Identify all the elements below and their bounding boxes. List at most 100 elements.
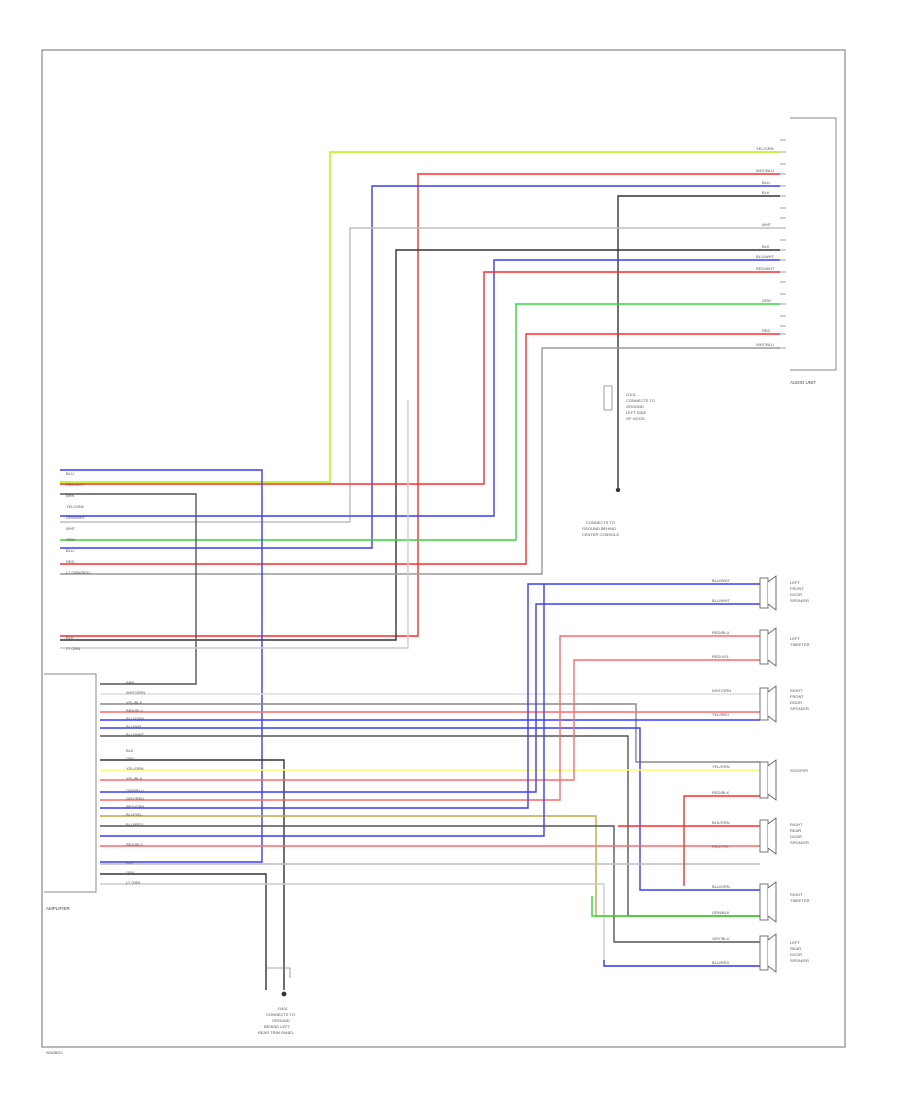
wire-brown-left-feed bbox=[60, 493, 197, 685]
speaker-label: FRONT bbox=[790, 586, 804, 591]
wire-label: GRN bbox=[762, 298, 771, 303]
wire-label: RED/WHT bbox=[756, 266, 775, 271]
speaker-label: REAR bbox=[790, 828, 801, 833]
speaker-left-front-door bbox=[759, 575, 777, 611]
chassis-note-line: CENTER CONSOLE bbox=[582, 532, 619, 537]
ground-bottom-line: REAR TRIM PANEL bbox=[258, 1030, 295, 1035]
wire-amp-5 bbox=[100, 727, 760, 891]
speaker-label: LEFT bbox=[790, 580, 800, 585]
wire-red-top bbox=[60, 173, 780, 637]
speaker-left-rear-door bbox=[759, 933, 777, 973]
wire-amp-12 bbox=[100, 583, 760, 809]
wire-amp-7 bbox=[100, 759, 285, 990]
speaker-label: SPEAKER bbox=[790, 840, 809, 845]
wire-label: RED/BLU bbox=[712, 630, 729, 635]
wire-label: BLK bbox=[762, 190, 770, 195]
wire-label: GRN/WHT bbox=[66, 515, 86, 520]
speaker-right-front-door bbox=[759, 685, 777, 723]
speaker-label: SPEAKER bbox=[790, 598, 809, 603]
right-wire-labels: BLU/WHT BLU/WHT RED/BLU RED/YEL WHT/GRN … bbox=[712, 578, 731, 965]
amp-pin-label: GRY bbox=[126, 756, 135, 761]
amp-pin-label: RED/BLK bbox=[126, 842, 143, 847]
chassis-note-line: GROUND BEHIND bbox=[582, 526, 616, 531]
amp-harness-wires bbox=[100, 583, 760, 990]
wire-label: WHT/BLU bbox=[756, 168, 774, 173]
speaker-label: WOOFER bbox=[790, 768, 808, 773]
ground-top-point bbox=[615, 487, 621, 493]
wire-label: WHT/BLU bbox=[756, 342, 774, 347]
speaker-right-rear-door bbox=[759, 817, 777, 855]
wire-label: LT GRN bbox=[66, 646, 80, 651]
wire-black-ground bbox=[617, 195, 780, 488]
amp-pin-labels: BRN WHT/GRN YEL/BLK BRN/BLU BLU/GRN BLU/… bbox=[126, 680, 145, 885]
wire-label: WHT bbox=[66, 526, 76, 531]
top-connector-pins bbox=[780, 139, 786, 349]
ground-top-line: G101 bbox=[626, 392, 637, 397]
left-upper-wire-labels: BLU RED/WHT BRN YEL/GRN GRN/WHT WHT GRN … bbox=[66, 471, 90, 651]
speaker-label: SPEAKER bbox=[790, 706, 809, 711]
wire-amp-19 bbox=[100, 883, 760, 967]
wire-rear-red bbox=[683, 795, 760, 886]
wire-label: GRN bbox=[66, 537, 75, 542]
wire-label: RED/BLK bbox=[712, 790, 729, 795]
speaker-label: SPEAKER bbox=[790, 958, 809, 963]
top-right-connector-label: AUDIO UNIT bbox=[790, 380, 816, 385]
wire-blue-left-feed bbox=[60, 469, 263, 863]
wire-gray-top bbox=[60, 347, 780, 575]
wire-amp-14 bbox=[100, 825, 760, 943]
ground-bottom-line: G401 bbox=[278, 1006, 289, 1011]
wire-label: BLU/RED bbox=[712, 960, 729, 965]
ground-top-splice bbox=[603, 385, 613, 411]
speaker-label: DOOR bbox=[790, 700, 802, 705]
wire-label: YEL/GRN bbox=[712, 764, 730, 769]
wire-right-green bbox=[591, 896, 760, 917]
wire-label: GRN/BLK bbox=[712, 910, 730, 915]
speaker-woofer bbox=[759, 759, 777, 801]
wire-label: GRY/BLU bbox=[712, 936, 730, 941]
wire-label: RED bbox=[66, 559, 75, 564]
wire-amp-11 bbox=[100, 635, 760, 801]
wire-label: BLU bbox=[66, 548, 74, 553]
top-right-wire-labels: YEL/GRN WHT/BLU BLU BLK WHT BLK BLU/WHT … bbox=[756, 146, 775, 347]
wire-amp-15 bbox=[100, 584, 545, 837]
wire-label: RED/YEL bbox=[712, 844, 730, 849]
diagram-frame bbox=[41, 49, 846, 1048]
wire-label: YEL/GRN bbox=[66, 504, 84, 509]
ground-top: G101 CONNECTS TO GROUND LEFT SIDE OF HOO… bbox=[582, 385, 655, 537]
ground-top-line: OF HOOD bbox=[626, 416, 645, 421]
amp-pin-label: BLU/YEL bbox=[126, 812, 143, 817]
amp-pin-label: BLU/WHT bbox=[126, 732, 145, 737]
amp-pin-label: BRN bbox=[126, 680, 135, 685]
ground-bottom-bracket bbox=[266, 967, 291, 978]
wire-label: BLU bbox=[762, 180, 770, 185]
ground-top-line: GROUND bbox=[626, 404, 644, 409]
wire-label: LT GRN/RED bbox=[66, 570, 90, 575]
speaker-label: LEFT bbox=[790, 636, 800, 641]
wire-label: RED bbox=[762, 328, 771, 333]
wire-label: BLU/WHT bbox=[712, 598, 731, 603]
wire-label: BRN bbox=[66, 493, 75, 498]
wire-label: BLU/WHT bbox=[712, 578, 731, 583]
speaker-label: DOOR bbox=[790, 952, 802, 957]
top-right-connector-body bbox=[790, 117, 837, 371]
amp-pin-label: LT GRN bbox=[126, 880, 140, 885]
amp-pin-label: GRN/BLU bbox=[126, 788, 144, 793]
wire-gray-left-lower bbox=[60, 400, 409, 649]
ground-bottom-line: CONNECTS TO bbox=[266, 1012, 295, 1017]
amp-pin-label: YEL/GRN bbox=[126, 766, 144, 771]
speaker-label: TWEETER bbox=[790, 898, 810, 903]
wire-label: BLU/WHT bbox=[756, 254, 775, 259]
speaker-label: LEFT bbox=[790, 940, 800, 945]
ground-bottom-line: BEHIND LEFT bbox=[264, 1024, 291, 1029]
ground-top-line: CONNECTS TO bbox=[626, 398, 655, 403]
speaker-right-tweeter bbox=[759, 881, 777, 923]
wire-green-top bbox=[60, 303, 780, 541]
wire-label: BLK bbox=[762, 244, 770, 249]
wire-label: WHT/GRN bbox=[712, 688, 731, 693]
top-harness-wires bbox=[60, 151, 780, 863]
ground-top-line: LEFT SIDE bbox=[626, 410, 646, 415]
speaker-label: RIGHT bbox=[790, 688, 803, 693]
speaker-label: DOOR bbox=[790, 592, 802, 597]
wire-black-top bbox=[60, 249, 780, 641]
amp-pin-label: BLU/GRN bbox=[126, 716, 144, 721]
